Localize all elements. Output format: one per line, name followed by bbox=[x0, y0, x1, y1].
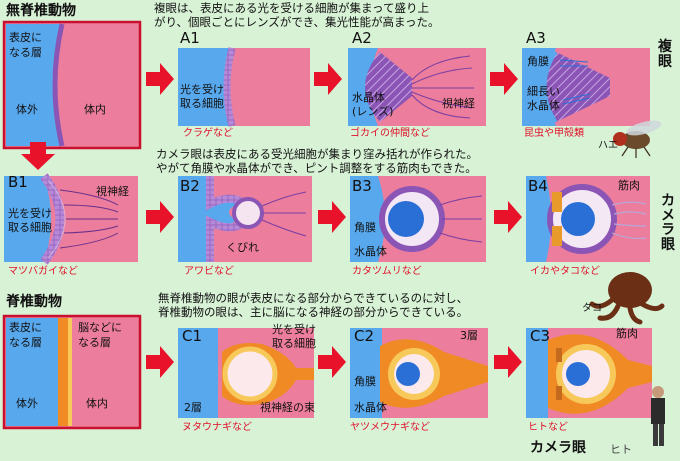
a2-lens1: 水晶体 bbox=[352, 91, 385, 104]
b3-lens: 水晶体 bbox=[354, 245, 387, 258]
caption-a3: 昆虫や甲殻類 bbox=[524, 128, 584, 139]
compound-desc-2: がり、個眼ごとにレンズができ、集光性能が高まった。 bbox=[154, 15, 440, 29]
base-panel-bottom bbox=[2, 314, 142, 430]
vert-desc-2: 脊椎動物の眼は、主に脳になる神経の部分からできている。 bbox=[158, 305, 469, 319]
arrow-b2-b3 bbox=[318, 201, 346, 233]
arrow-b3-b4 bbox=[494, 201, 522, 233]
camera-desc-1: カメラ眼は表皮にある受光細胞が集まり窪み括れが作られた。 bbox=[156, 147, 478, 161]
compound-desc-1: 複眼は、表皮にある光を受ける細胞が集まって盛り上 bbox=[154, 1, 429, 15]
c1-layer: 2層 bbox=[184, 401, 202, 414]
arrow-base-c1 bbox=[146, 346, 174, 378]
b1-nerve: 視神経 bbox=[96, 185, 129, 198]
panel-b1 bbox=[4, 173, 138, 265]
panel-a3 bbox=[522, 48, 650, 126]
label-a2: A2 bbox=[352, 29, 372, 47]
octopus-label: タコ bbox=[582, 303, 602, 314]
c1-cell1: 光を受け bbox=[272, 323, 316, 336]
header-vertebrate: 脊椎動物 bbox=[6, 294, 62, 310]
label-c2: C2 bbox=[354, 327, 375, 345]
b1-cell1: 光を受け bbox=[8, 207, 52, 220]
panel-a1 bbox=[178, 47, 310, 127]
c3-muscle: 筋肉 bbox=[616, 327, 638, 340]
a3-cornea: 角膜 bbox=[527, 55, 549, 68]
panel-b3 bbox=[350, 176, 486, 262]
c1-cell2: 取る細胞 bbox=[272, 337, 316, 350]
base-bottom-epidermis2: なる層 bbox=[9, 336, 42, 349]
octopus-illustration bbox=[589, 272, 665, 325]
a1-cell2: 取る細胞 bbox=[180, 97, 224, 110]
base-panel-top bbox=[2, 20, 142, 150]
panel-b2 bbox=[178, 176, 312, 262]
side-label-camera-eye: カメラ眼 bbox=[661, 193, 675, 254]
a3-long2: 水晶体 bbox=[527, 99, 560, 112]
b1-cell2: 取る細胞 bbox=[8, 221, 52, 234]
a1-cell1: 光を受け bbox=[180, 83, 224, 96]
human-label: ヒト bbox=[610, 443, 632, 456]
base-bottom-epidermis: 表皮に bbox=[9, 321, 42, 334]
panel-c2 bbox=[350, 328, 488, 418]
base-bottom-outside: 体外 bbox=[16, 397, 38, 410]
a2-nerve: 視神経 bbox=[442, 97, 475, 110]
arrow-c2-c3 bbox=[494, 346, 522, 378]
a2-lens2: (レンズ) bbox=[352, 105, 394, 118]
caption-b3: カタツムリなど bbox=[352, 266, 422, 277]
panel-c1 bbox=[178, 328, 314, 418]
base-top-outside: 体外 bbox=[16, 103, 38, 116]
fly-label: ハエ bbox=[598, 140, 618, 151]
label-c1: C1 bbox=[182, 327, 203, 345]
b3-cornea: 角膜 bbox=[354, 221, 376, 234]
arrow-b1-b2 bbox=[146, 201, 174, 233]
arrow-c1-c2 bbox=[318, 346, 346, 378]
caption-a2: ゴカイの仲間など bbox=[350, 128, 430, 139]
label-b1: B1 bbox=[8, 173, 28, 191]
caption-c2: ヤツメウナギなど bbox=[350, 422, 430, 433]
fly-illustration bbox=[613, 120, 662, 158]
camera-desc-2: やがて角膜や水晶体ができ、ピント調整をする筋肉もできた。 bbox=[156, 161, 477, 175]
arrow-a2-a3 bbox=[490, 63, 518, 95]
base-bottom-inside: 体内 bbox=[86, 397, 108, 410]
label-a1: A1 bbox=[180, 29, 200, 47]
panel-c3 bbox=[526, 328, 652, 418]
header-invertebrate: 無脊椎動物 bbox=[6, 3, 76, 19]
label-c3: C3 bbox=[530, 327, 551, 345]
c2-layer: 3層 bbox=[460, 329, 478, 342]
base-top-inside: 体内 bbox=[84, 103, 106, 116]
caption-b1: マツバガイなど bbox=[8, 266, 78, 277]
panel-a2 bbox=[348, 48, 486, 126]
a3-long1: 細長い bbox=[527, 85, 560, 98]
base-bottom-brain2: なる層 bbox=[78, 336, 111, 349]
b2-neck: くびれ bbox=[226, 241, 259, 254]
caption-c3: ヒトなど bbox=[528, 422, 568, 433]
base-top-epidermis: 表皮に bbox=[9, 31, 42, 44]
label-b2: B2 bbox=[180, 177, 200, 195]
caption-b4: イカやタコなど bbox=[530, 266, 600, 277]
vert-desc-1: 無脊椎動物の眼が表皮になる部分からできているのに対し、 bbox=[158, 291, 469, 305]
caption-a1: クラゲなど bbox=[183, 128, 233, 139]
side-label-compound-eye: 複眼 bbox=[658, 39, 672, 70]
caption-b2: アワビなど bbox=[184, 266, 234, 277]
side-label-camera-eye-bottom: カメラ眼 bbox=[530, 440, 586, 456]
label-b3: B3 bbox=[352, 177, 372, 195]
c2-cornea: 角膜 bbox=[354, 375, 376, 388]
arrow-base-a1 bbox=[146, 63, 174, 95]
arrow-a1-a2 bbox=[314, 63, 342, 95]
label-a3: A3 bbox=[526, 29, 546, 47]
arrow-down-b1 bbox=[21, 142, 55, 170]
base-bottom-brain: 脳などに bbox=[78, 321, 122, 334]
caption-c1: ヌタウナギなど bbox=[182, 422, 252, 433]
c1-nerve: 視神経の束 bbox=[260, 401, 315, 414]
panel-b4 bbox=[526, 176, 650, 262]
base-top-epidermis2: なる層 bbox=[9, 46, 42, 59]
human-illustration bbox=[651, 386, 665, 446]
c2-lens: 水晶体 bbox=[354, 401, 387, 414]
label-b4: B4 bbox=[528, 177, 548, 195]
b4-muscle: 筋肉 bbox=[618, 179, 640, 192]
